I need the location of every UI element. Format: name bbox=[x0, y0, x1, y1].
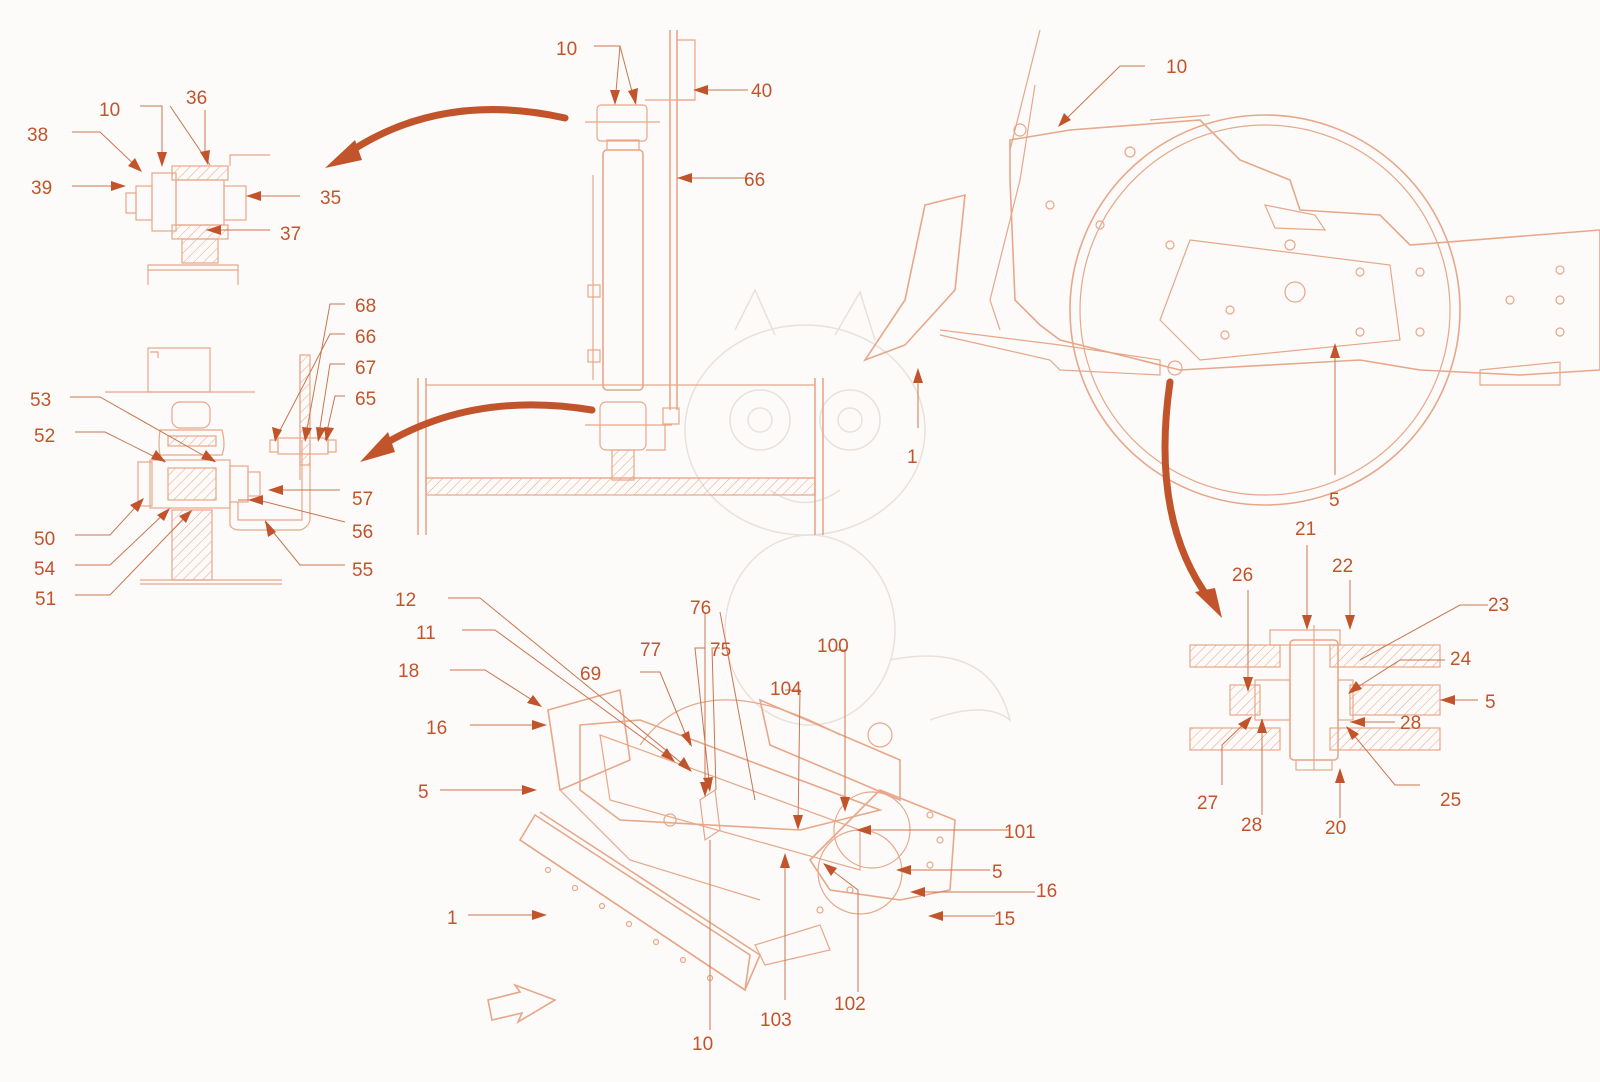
side-view-top-right bbox=[862, 29, 1600, 506]
detail-top-left bbox=[125, 154, 270, 285]
part-label: 36 bbox=[186, 88, 207, 109]
part-label: 56 bbox=[352, 522, 373, 543]
part-label: 66 bbox=[744, 170, 765, 191]
part-label: 75 bbox=[710, 640, 731, 661]
part-label: 27 bbox=[1197, 793, 1218, 814]
part-label: 12 bbox=[395, 590, 416, 611]
part-label: 67 bbox=[355, 358, 376, 379]
part-label: 10 bbox=[99, 100, 120, 121]
part-label: 15 bbox=[994, 909, 1015, 930]
part-label: 25 bbox=[1440, 790, 1461, 811]
part-label: 37 bbox=[280, 224, 301, 245]
part-label: 10 bbox=[692, 1034, 713, 1055]
part-label: 10 bbox=[556, 39, 577, 60]
part-label: 51 bbox=[35, 589, 56, 610]
part-label: 23 bbox=[1488, 595, 1509, 616]
part-label: 28 bbox=[1241, 815, 1262, 836]
part-label: 50 bbox=[34, 529, 55, 550]
cylinder-frame-view bbox=[417, 30, 824, 535]
part-label: 53 bbox=[30, 390, 51, 411]
part-label: 38 bbox=[27, 125, 48, 146]
part-label: 1 bbox=[907, 447, 918, 468]
part-labels: 10 40 66 10 36 38 39 35 37 68 66 67 65 5… bbox=[27, 39, 1509, 1055]
part-label: 57 bbox=[352, 489, 373, 510]
leader-lines bbox=[70, 45, 1488, 1030]
part-label: 5 bbox=[992, 862, 1003, 883]
part-label: 1 bbox=[447, 908, 458, 929]
part-label: 100 bbox=[817, 636, 849, 657]
part-label: 5 bbox=[1485, 692, 1496, 713]
part-label: 40 bbox=[751, 81, 772, 102]
part-label: 104 bbox=[770, 679, 802, 700]
isometric-machine-view bbox=[487, 688, 956, 1024]
part-label: 26 bbox=[1232, 565, 1253, 586]
part-label: 10 bbox=[1166, 57, 1187, 78]
part-label: 65 bbox=[355, 389, 376, 410]
part-label: 22 bbox=[1332, 556, 1353, 577]
part-label: 35 bbox=[320, 188, 341, 209]
part-label: 52 bbox=[34, 426, 55, 447]
part-label: 69 bbox=[580, 664, 601, 685]
part-label: 16 bbox=[1036, 881, 1057, 902]
pivot-detail-right bbox=[1189, 625, 1441, 771]
part-label: 39 bbox=[31, 178, 52, 199]
part-label: 55 bbox=[352, 560, 373, 581]
mascot-watermark bbox=[684, 288, 1012, 726]
part-label: 77 bbox=[640, 640, 661, 661]
part-label: 5 bbox=[418, 782, 429, 803]
callout-arrows bbox=[325, 106, 1222, 618]
part-label: 21 bbox=[1295, 519, 1316, 540]
part-label: 103 bbox=[760, 1010, 792, 1031]
part-label: 18 bbox=[398, 661, 419, 682]
part-label: 66 bbox=[355, 327, 376, 348]
part-label: 102 bbox=[834, 994, 866, 1015]
part-label: 101 bbox=[1004, 822, 1036, 843]
detail-middle-left bbox=[105, 347, 337, 585]
part-label: 54 bbox=[34, 559, 56, 580]
part-label: 20 bbox=[1325, 818, 1346, 839]
part-label: 76 bbox=[690, 598, 711, 619]
part-label: 24 bbox=[1450, 649, 1472, 670]
part-label: 11 bbox=[416, 623, 436, 644]
part-label: 68 bbox=[355, 296, 376, 317]
part-label: 28 bbox=[1400, 713, 1421, 734]
part-label: 5 bbox=[1329, 490, 1340, 511]
part-label: 16 bbox=[426, 718, 447, 739]
